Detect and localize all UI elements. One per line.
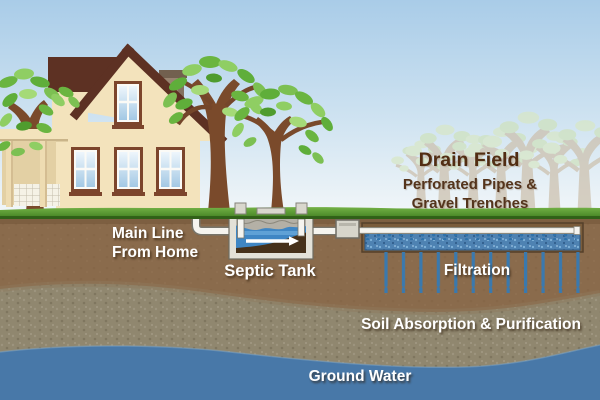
tree-right (232, 84, 333, 212)
tree-foliage (163, 56, 267, 124)
porch-beam-shadow (0, 139, 68, 142)
porch-post-left-shade (11, 141, 13, 207)
subsoil-blend-edge (0, 280, 600, 316)
tank-sludge (236, 232, 306, 253)
labels: Drain Field Perforated Pipes & Gravel Tr… (112, 149, 581, 385)
pipe-drips (366, 233, 576, 240)
tank-riser-left (234, 202, 247, 215)
main-line-label-2: From Home (112, 244, 199, 261)
drain-field-subtitle-1: Perforated Pipes & (403, 176, 537, 193)
flow-arrow-head (289, 236, 299, 246)
window-2 (112, 147, 145, 196)
eave-band (0, 129, 213, 141)
attic-window (112, 81, 144, 129)
porch-post-left (6, 141, 13, 207)
window-1 (69, 147, 102, 196)
drain-field-title: Drain Field (419, 149, 520, 171)
chimney-cap (159, 70, 187, 78)
tank-risers (234, 202, 308, 215)
porch-post-right-shade (45, 141, 47, 207)
ground-water-label: Ground Water (309, 368, 412, 385)
grass-dark-edge (0, 216, 600, 219)
chimney-shade (178, 78, 184, 106)
scum-texture (239, 220, 301, 224)
drain-pipe-endcap (573, 226, 581, 235)
distribution-box (335, 219, 360, 239)
water-edge-highlight (0, 344, 600, 369)
main-line-label-1: Main Line (112, 225, 184, 242)
tree-right-trunk (254, 116, 294, 212)
drain-field-subtitle-2: Gravel Trenches (412, 195, 529, 212)
tree-left-foliage (0, 68, 80, 157)
tree-middle (163, 56, 267, 212)
tree-foliage (232, 84, 333, 164)
inlet-pipe (193, 215, 237, 234)
filtration-lines (376, 252, 589, 293)
tank-riser-right (295, 202, 308, 215)
tank-lid (256, 207, 286, 215)
ground-water-layer (0, 345, 600, 400)
soil-absorption-label: Soil Absorption & Purification (361, 316, 581, 333)
tank-outlet-baffle (297, 218, 305, 237)
septic-tank (228, 211, 314, 260)
tree-middle-trunk (192, 79, 240, 212)
filtration-label: Filtration (444, 262, 510, 279)
porch-post-right (40, 141, 47, 207)
distribution-box-lid-line (339, 223, 356, 226)
tank-water-highlight (238, 231, 302, 235)
septic-tank-label: Septic Tank (224, 262, 316, 280)
window-3 (154, 147, 187, 196)
tank-inlet-baffle (237, 218, 245, 239)
lattice-grid (14, 184, 60, 206)
roof-left-slope (69, 43, 135, 121)
